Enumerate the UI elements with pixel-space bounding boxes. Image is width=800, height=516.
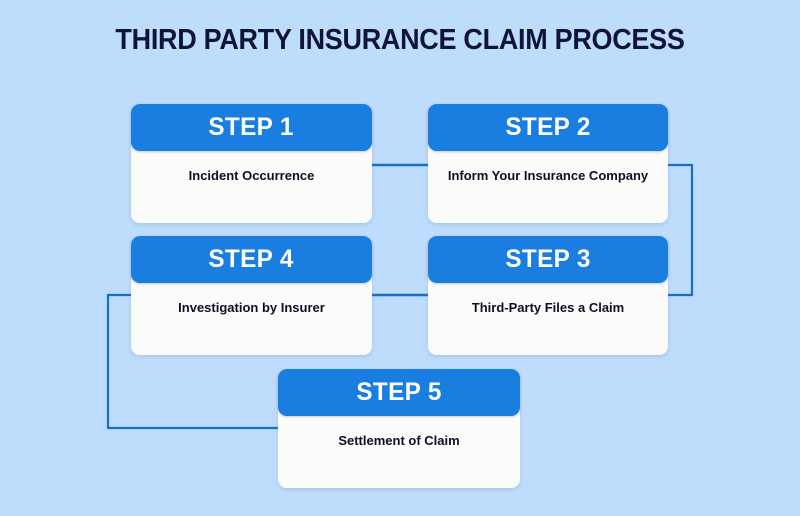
step-card-4[interactable]: STEP 4 Investigation by Insurer bbox=[131, 236, 372, 355]
step-card-1-body-label: Incident Occurrence bbox=[188, 168, 315, 183]
connector-step2-to-step3 bbox=[668, 163, 694, 297]
step-card-1-header-label: STEP 1 bbox=[208, 113, 295, 141]
step-card-2-header: STEP 2 bbox=[428, 104, 668, 151]
step-card-2-header-label: STEP 2 bbox=[505, 113, 591, 141]
step-card-1[interactable]: STEP 1 Incident Occurrence bbox=[131, 104, 372, 223]
page-title: THIRD PARTY INSURANCE CLAIM PROCESS bbox=[115, 24, 685, 56]
step-card-3-body-label: Third-Party Files a Claim bbox=[471, 300, 625, 315]
step-card-5-header-label: STEP 5 bbox=[356, 378, 442, 406]
step-card-5-body-label: Settlement of Claim bbox=[338, 433, 460, 448]
step-card-1-header: STEP 1 bbox=[131, 104, 372, 151]
step-card-2[interactable]: STEP 2 Inform Your Insurance Company bbox=[428, 104, 668, 223]
step-card-2-body: Inform Your Insurance Company bbox=[428, 151, 668, 223]
step-card-4-header: STEP 4 bbox=[131, 236, 372, 283]
step-card-5-header: STEP 5 bbox=[278, 369, 520, 416]
step-card-3-header: STEP 3 bbox=[428, 236, 668, 283]
step-card-5-body: Settlement of Claim bbox=[278, 416, 520, 488]
step-card-3-body: Third-Party Files a Claim bbox=[428, 283, 668, 355]
step-card-4-body: Investigation by Insurer bbox=[131, 283, 372, 355]
step-card-4-body-label: Investigation by Insurer bbox=[178, 300, 325, 315]
step-card-3[interactable]: STEP 3 Third-Party Files a Claim bbox=[428, 236, 668, 355]
step-card-4-header-label: STEP 4 bbox=[208, 245, 295, 273]
step-card-5[interactable]: STEP 5 Settlement of Claim bbox=[278, 369, 520, 488]
step-card-3-header-label: STEP 3 bbox=[505, 245, 591, 273]
step-card-1-body: Incident Occurrence bbox=[131, 151, 372, 223]
step-card-2-body-label: Inform Your Insurance Company bbox=[447, 168, 649, 183]
